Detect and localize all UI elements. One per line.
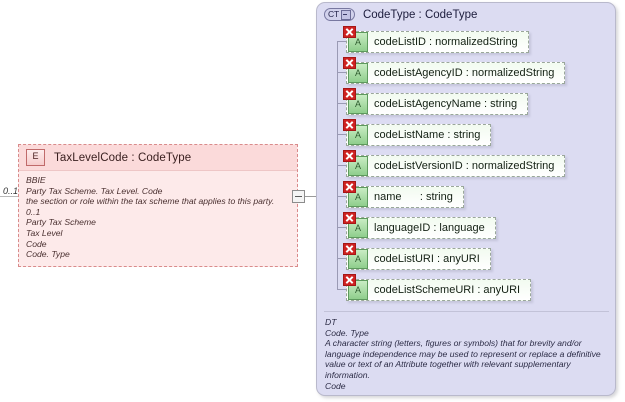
attribute-icon: A [343, 273, 368, 300]
tree-branch [337, 258, 346, 259]
attribute-icon: A [343, 87, 368, 114]
tree-branch [337, 165, 346, 166]
attribute-icon-label: A [354, 129, 361, 140]
documentation-line: Code [325, 380, 346, 391]
attribute-row[interactable]: A codeListSchemeURI : anyURI [317, 273, 615, 305]
prohibited-x-icon [343, 56, 356, 69]
prohibited-x-icon [343, 180, 356, 193]
attribute-row[interactable]: A codeListURI : anyURI [317, 242, 615, 274]
attribute-label: codeListAgencyName : string [374, 97, 518, 110]
tree-branch [337, 103, 346, 104]
attribute-row[interactable]: A name : string [317, 180, 615, 212]
attribute-row[interactable]: A codeListAgencyName : string [317, 87, 615, 119]
attribute-icon-label: A [354, 191, 361, 202]
attribute-row[interactable]: A codeListAgencyID : normalizedString [317, 56, 615, 88]
annotation-line: Code [26, 238, 47, 249]
attribute-icon-label: A [354, 284, 361, 295]
type-header: CT CodeType : CodeType [317, 3, 615, 24]
complex-type-icon[interactable]: CT [324, 8, 355, 21]
documentation-line: language independence may be used to rep… [325, 348, 601, 359]
attribute-chip[interactable]: A codeListVersionID : normalizedString [343, 149, 566, 177]
attribute-list: A codeListID : normalizedString A codeLi… [317, 24, 615, 309]
attribute-icon-label: A [354, 67, 361, 78]
attribute-icon: A [343, 149, 368, 176]
attribute-label: codeListAgencyID : normalizedString [374, 66, 555, 79]
type-documentation: DT Code. Type A character string (letter… [317, 312, 615, 391]
element-box-tax-level-code[interactable]: E TaxLevelCode : CodeType BBIE Party Tax… [18, 144, 298, 267]
attribute-icon: A [343, 242, 368, 269]
element-icon: E [26, 149, 45, 166]
prohibited-x-icon [343, 211, 356, 224]
annotation-line: 0..1 [26, 206, 41, 217]
tree-branch [337, 72, 346, 73]
prohibited-x-icon [343, 273, 356, 286]
element-annotation: BBIE Party Tax Scheme. Tax Level. Code t… [19, 171, 297, 266]
attribute-icon: A [343, 211, 368, 238]
attribute-row[interactable]: A codeListID : normalizedString [317, 25, 615, 57]
element-title: TaxLevelCode : CodeType [54, 151, 192, 164]
annotation-line: Party Tax Scheme. Tax Level. Code [26, 185, 163, 196]
prohibited-x-icon [343, 25, 356, 38]
attribute-icon: A [343, 25, 368, 52]
annotation-line: Code. Type [26, 249, 70, 260]
complex-type-panel-codetype[interactable]: CT CodeType : CodeType A codeListID : no… [316, 2, 616, 396]
documentation-line: DT [325, 317, 337, 327]
attribute-chip[interactable]: A name : string [343, 180, 464, 208]
attribute-label: languageID : language [374, 221, 485, 234]
prohibited-x-icon [343, 87, 356, 100]
attribute-icon: A [343, 118, 368, 145]
type-title: CodeType : CodeType [362, 8, 478, 21]
attribute-icon: A [343, 180, 368, 207]
attribute-chip[interactable]: A codeListID : normalizedString [343, 25, 529, 53]
complex-type-icon-label: CT [328, 9, 339, 19]
documentation-line: information. [325, 369, 370, 380]
element-left-connector [0, 196, 18, 197]
tree-branch [337, 196, 346, 197]
attribute-chip[interactable]: A codeListAgencyID : normalizedString [343, 56, 566, 84]
attribute-icon-label: A [354, 253, 361, 264]
attribute-label: name : string [374, 190, 453, 203]
prohibited-x-icon [343, 149, 356, 162]
prohibited-x-icon [343, 242, 356, 255]
documentation-line: Code. Type [325, 327, 369, 338]
annotation-line: the section or role within the tax schem… [26, 196, 275, 207]
attribute-chip[interactable]: A codeListSchemeURI : anyURI [343, 273, 532, 301]
documentation-line: value or text of an Attribute together w… [325, 359, 571, 370]
documentation-line: A character string (letters, figures or … [325, 338, 582, 349]
attribute-label: codeListID : normalizedString [374, 35, 518, 48]
attribute-label: codeListURI : anyURI [374, 252, 480, 265]
type-connector-line [305, 196, 317, 197]
attribute-icon: A [343, 56, 368, 83]
attribute-icon-label: A [354, 222, 361, 233]
tree-branch [337, 227, 346, 228]
element-cardinality-label: 0..1 [3, 186, 19, 196]
tree-branch [337, 134, 346, 135]
attribute-icon-label: A [354, 160, 361, 171]
tree-branch [337, 289, 346, 290]
attribute-icon-label: A [354, 36, 361, 47]
panel-divider [324, 311, 609, 312]
tree-branch [337, 41, 346, 42]
attribute-row[interactable]: A codeListVersionID : normalizedString [317, 149, 615, 181]
attribute-icon-label: A [354, 98, 361, 109]
annotation-line: Party Tax Scheme [26, 217, 96, 228]
attribute-row[interactable]: A languageID : language [317, 211, 615, 243]
annotation-line: BBIE [26, 175, 46, 185]
attribute-label: codeListVersionID : normalizedString [374, 159, 555, 172]
attribute-chip[interactable]: A codeListURI : anyURI [343, 242, 491, 270]
collapse-minus-box-icon[interactable] [292, 190, 305, 203]
attribute-row[interactable]: A codeListName : string [317, 118, 615, 150]
complex-type-minus-icon[interactable] [340, 9, 351, 20]
attribute-label: codeListSchemeURI : anyURI [374, 283, 521, 296]
attribute-chip[interactable]: A codeListAgencyName : string [343, 87, 529, 115]
attribute-label: codeListName : string [374, 128, 481, 141]
attribute-chip[interactable]: A languageID : language [343, 211, 496, 239]
element-header: E TaxLevelCode : CodeType [19, 145, 297, 171]
attribute-chip[interactable]: A codeListName : string [343, 118, 492, 146]
annotation-line: Tax Level [26, 227, 63, 238]
prohibited-x-icon [343, 118, 356, 131]
